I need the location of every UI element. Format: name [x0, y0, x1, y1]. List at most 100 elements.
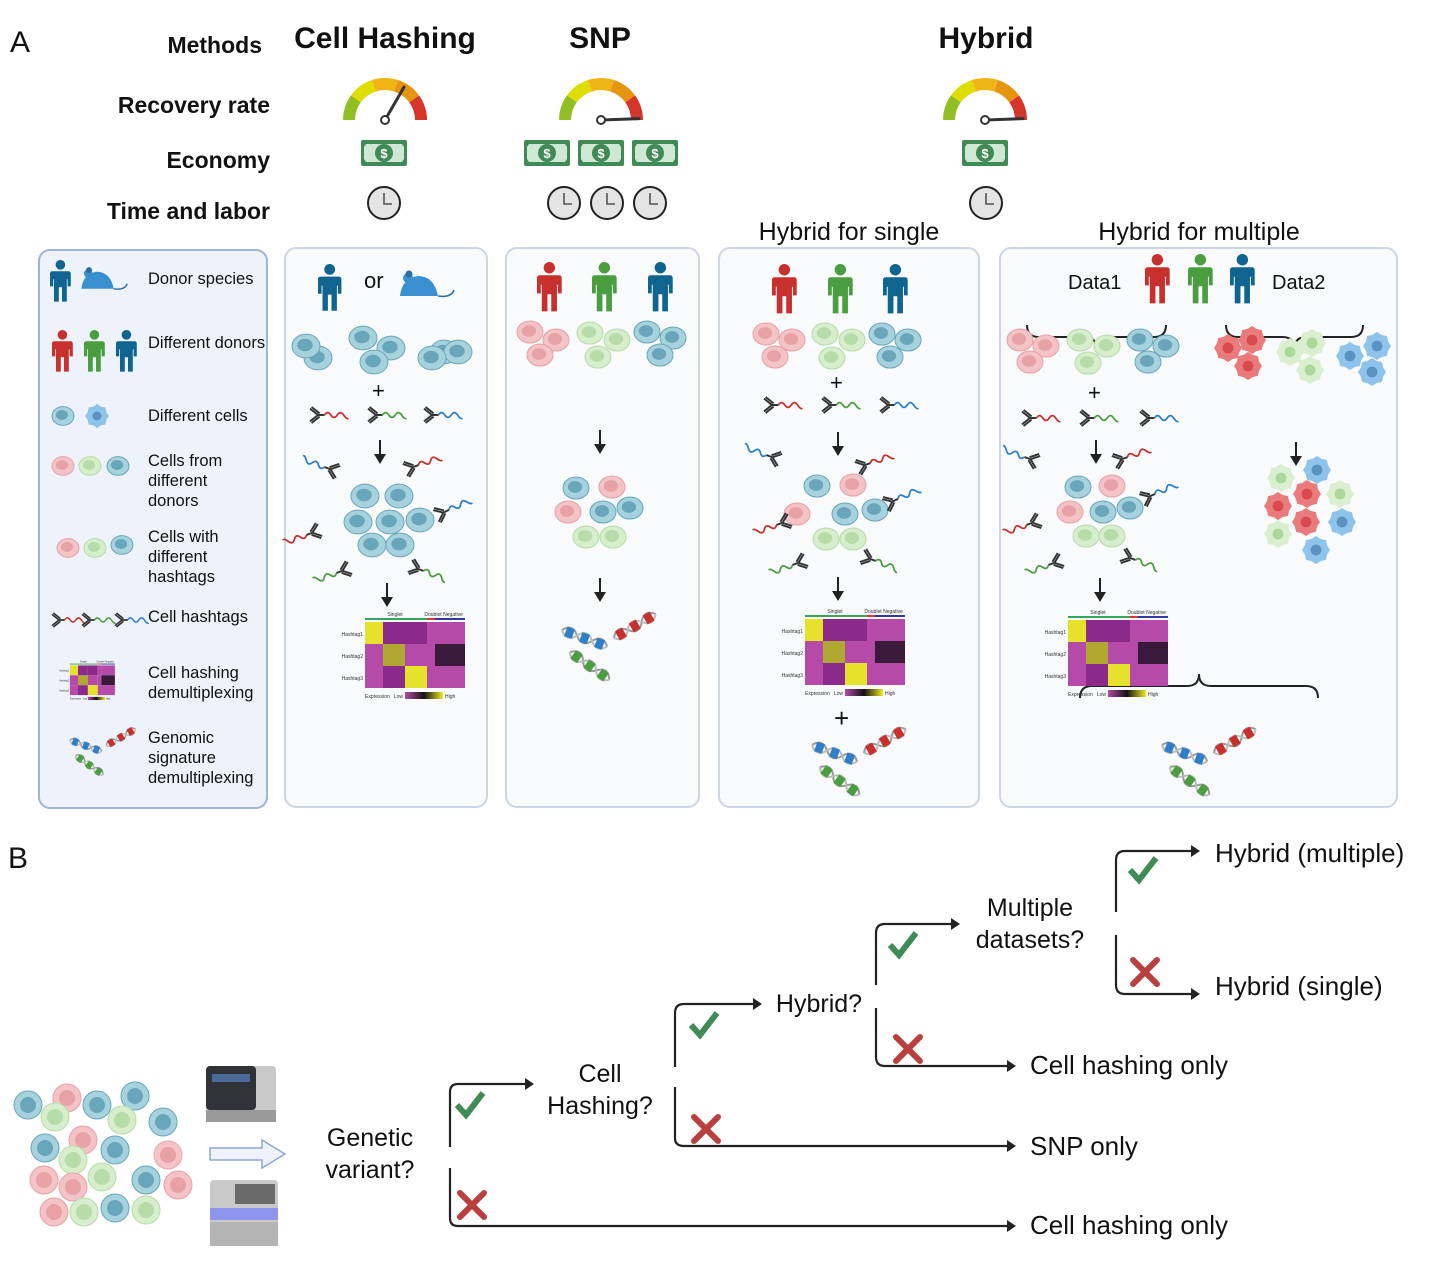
legend-donor-species: Donor species [148, 270, 254, 288]
method-title-hybrid: Hybrid [938, 22, 1034, 55]
cell-icon [30, 1133, 60, 1163]
time-snp [546, 185, 675, 226]
clock-icon [367, 186, 401, 220]
svg-text:$: $ [651, 146, 659, 161]
money-icon: $ [524, 140, 570, 166]
cell-hashing-panel [284, 247, 488, 808]
svg-text:Expression: Expression [365, 694, 390, 700]
sequencer-icon [206, 1066, 276, 1122]
cell-icon [100, 1135, 130, 1165]
gauge-segment [943, 95, 961, 120]
gauge-segment [351, 80, 376, 103]
heatmap-group-label: Singlet [1090, 610, 1106, 616]
gauge-segment [1009, 95, 1027, 120]
svg-text:Expression: Expression [1068, 692, 1093, 698]
data1-label: Data1 [1068, 272, 1122, 294]
money-icon: $ [578, 140, 624, 166]
cell-icon [82, 1090, 112, 1120]
cell-icon [69, 1197, 99, 1227]
cell-icon [40, 1102, 70, 1132]
arrow-head [753, 998, 762, 1010]
heatmap-row-label: Hashtag3 [1045, 674, 1067, 680]
tree-branch [1114, 935, 1196, 996]
cell-icon [131, 1165, 161, 1195]
cross-icon [1130, 957, 1160, 987]
time-hybrid [968, 185, 1011, 226]
gauge-pivot [596, 115, 606, 125]
check-icon [1127, 856, 1159, 885]
plus-sign: + [834, 703, 850, 733]
legend-genomic-demux: Genomic signature demultiplexing [148, 729, 254, 787]
cell-icon [52, 1083, 82, 1113]
heatmap-row-label: Hashtag3 [59, 690, 69, 693]
svg-text:High: High [106, 699, 111, 701]
svg-text:$: $ [380, 146, 388, 161]
check-icon [887, 931, 919, 960]
legend-box: Donor species Different donors Different… [38, 249, 268, 809]
heatmap-row-label: Hashtag2 [1045, 652, 1067, 658]
tree-branch [673, 1002, 758, 1067]
money-icon: $ [632, 140, 678, 166]
heatmap-group-label: Doublet [864, 609, 882, 615]
legend-cells-different-donors: Cells from different donors [148, 452, 223, 510]
row-label-methods: Methods [167, 32, 262, 58]
arrow-head [1007, 1060, 1016, 1072]
cell-icon [131, 1195, 161, 1225]
process-arrow-icon [209, 1138, 287, 1170]
hybrid-multiple-panel [999, 247, 1398, 808]
tree-branch [874, 922, 956, 985]
panel-a-label: A [10, 26, 31, 59]
svg-text:High: High [445, 694, 456, 700]
data2-label: Data2 [1272, 272, 1326, 294]
time-cell-hashing [366, 185, 409, 226]
gauge-segment [994, 80, 1019, 103]
heatmap-row-label: Hashtag2 [59, 680, 69, 683]
outcome-cell-hashing-only: Cell hashing only [1030, 1210, 1229, 1240]
money-icon: $ [962, 140, 1008, 166]
economy-cell-hashing: $ [360, 139, 414, 172]
tree-branch [673, 1087, 1012, 1148]
gauge-segment [951, 80, 976, 103]
cell-icon [68, 1125, 98, 1155]
question-cell-hashing: Cell Hashing? [547, 1060, 653, 1120]
question-hybrid: Hybrid? [775, 990, 863, 1018]
hybrid-single-title: Hybrid for single [758, 218, 940, 246]
outcome-snp-only: SNP only [1030, 1131, 1138, 1161]
cell-icon [120, 1081, 150, 1111]
arrow-head [525, 1078, 534, 1090]
outcome-hybrid-single: Hybrid (single) [1215, 971, 1383, 1001]
cell-icon [58, 1145, 88, 1175]
clock-icon [969, 186, 1003, 220]
clock-icon [547, 186, 581, 220]
svg-text:Expression: Expression [70, 698, 82, 701]
svg-text:$: $ [543, 146, 551, 161]
gauge-needle [983, 117, 1025, 122]
clock-icon [590, 186, 624, 220]
check-icon [454, 1091, 486, 1120]
arrow-head [951, 918, 960, 930]
row-label-economy: Economy [166, 147, 270, 173]
gauge-icon [559, 78, 643, 125]
legend-different-cells: Different cells [148, 407, 248, 425]
question-multiple-datasets: Multiple datasets? [975, 894, 1085, 954]
heatmap-row-label: Hashtag1 [782, 629, 804, 635]
outcome-cell-hashing-only: Cell hashing only [1030, 1050, 1229, 1080]
question-genetic-variant: Genetic variant? [325, 1124, 415, 1184]
svg-text:Expression: Expression [805, 691, 830, 697]
gauge-segment [394, 80, 419, 103]
heatmap-group-label: Doublet [424, 612, 442, 618]
legend-cell-hashtags: Cell hashtags [148, 608, 248, 626]
arrow-head [1191, 845, 1200, 857]
cross-icon [457, 1190, 487, 1220]
heatmap-group-label: Negative [883, 609, 903, 615]
svg-text:High: High [885, 691, 896, 697]
gauge-icon [943, 78, 1027, 125]
heatmap-group-label: Doublet [97, 661, 105, 664]
gauge-segment [610, 80, 635, 103]
svg-text:Low: Low [83, 699, 88, 701]
svg-text:$: $ [597, 146, 605, 161]
gauge-segment [567, 80, 592, 103]
